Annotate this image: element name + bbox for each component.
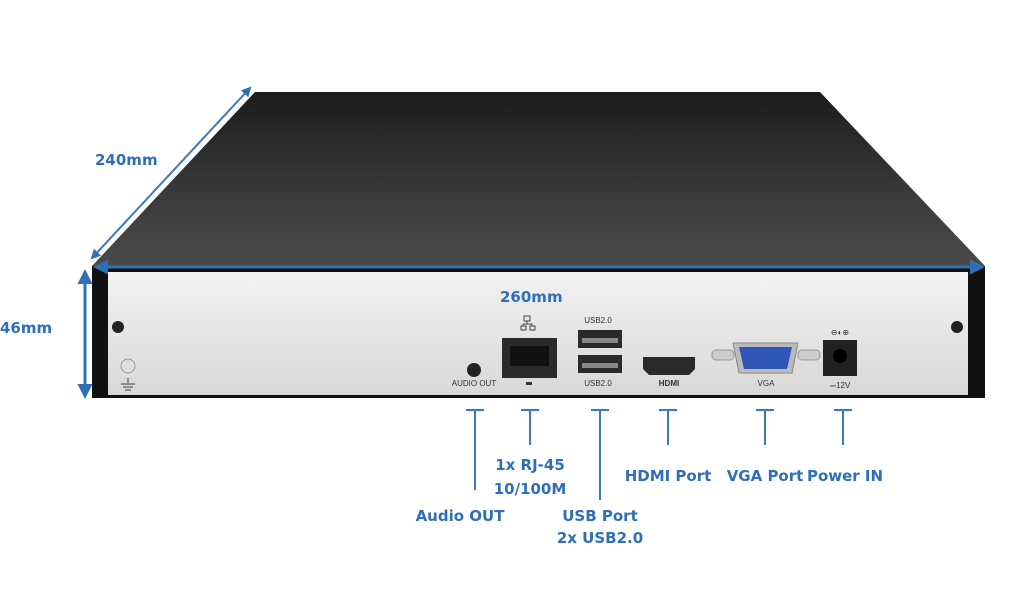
callout-rj45: 1x RJ-45 10/100M xyxy=(494,409,567,498)
rj45-socket xyxy=(510,346,549,366)
vga-socket xyxy=(739,347,792,369)
audio-out-label: AUDIO OUT xyxy=(452,379,497,388)
rj45-led xyxy=(526,382,532,385)
callout-usb: USB Port 2x USB2.0 xyxy=(557,409,643,547)
vga-screw-right xyxy=(797,349,821,361)
vga-screw-left xyxy=(711,349,735,361)
svg-text:Power IN: Power IN xyxy=(807,467,883,485)
usb-bottom-label: USB2.0 xyxy=(584,379,612,388)
depth-label: 240mm xyxy=(95,151,158,169)
screw-right-icon xyxy=(951,321,963,333)
hdmi-port xyxy=(643,357,695,375)
vga-label: VGA xyxy=(758,379,776,388)
svg-text:2x USB2.0: 2x USB2.0 xyxy=(557,529,643,547)
callout-hdmi: HDMI Port xyxy=(625,409,712,485)
svg-text:10/100M: 10/100M xyxy=(494,480,567,498)
power-jack-hole xyxy=(833,349,847,363)
svg-text:HDMI Port: HDMI Port xyxy=(625,467,712,485)
audio-jack xyxy=(467,363,481,377)
usb-top-label: USB2.0 xyxy=(584,316,612,325)
hdmi-label: HDMI xyxy=(659,379,679,388)
svg-text:Audio OUT: Audio OUT xyxy=(416,507,506,525)
svg-text:USB Port: USB Port xyxy=(562,507,638,525)
usb-tongue xyxy=(582,338,618,343)
ground-screw-icon xyxy=(120,358,136,374)
width-label: 260mm xyxy=(500,288,563,306)
callout-power: Power IN xyxy=(807,409,883,485)
case-top xyxy=(92,92,985,266)
callout-vga: VGA Port xyxy=(727,409,804,485)
network-icon xyxy=(520,315,536,331)
polarity-icon: ⊖◐⊕ xyxy=(831,328,849,337)
svg-text:1x RJ-45: 1x RJ-45 xyxy=(495,456,565,474)
depth-arrow xyxy=(90,86,252,260)
callout-audio: Audio OUT xyxy=(416,409,506,525)
power-label: ⎓12V xyxy=(830,381,851,390)
screw-left-icon xyxy=(112,321,124,333)
svg-text:VGA Port: VGA Port xyxy=(727,467,804,485)
height-label: 46mm xyxy=(0,319,52,337)
usb-tongue xyxy=(582,363,618,368)
ground-symbol-icon xyxy=(121,378,135,391)
